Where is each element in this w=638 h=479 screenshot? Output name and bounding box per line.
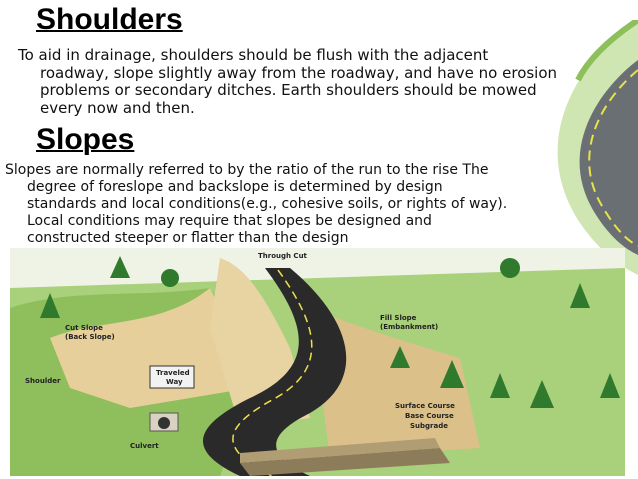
slopes-line-4: Local conditions may require that slopes… [27, 213, 432, 229]
label-surface-course: Surface Course [395, 402, 455, 410]
label-through-cut: Through Cut [258, 252, 308, 260]
label-subgrade: Subgrade [410, 422, 448, 430]
label-base-course: Base Course [405, 412, 454, 420]
label-cut-slope: Cut Slope [65, 324, 103, 332]
road-cut-fill-illustration: Through Cut Fill Slope (Embankment) Cut … [10, 248, 625, 476]
slopes-line-5: constructed steeper or flatter than the … [27, 230, 349, 246]
label-shoulder: Shoulder [25, 377, 61, 385]
slopes-line-1: Slopes are normally referred to by the r… [5, 162, 489, 178]
shoulders-line-2: roadway, slope slightly away from the ro… [40, 63, 558, 82]
slopes-heading: Slopes [36, 123, 135, 156]
slopes-line-2: degree of foreslope and backslope is det… [27, 179, 443, 195]
label-traveled: Traveled [156, 369, 190, 377]
label-cut-slope-sub: (Back Slope) [65, 333, 115, 341]
shoulders-line-1: To aid in drainage, shoulders should be … [18, 46, 489, 64]
slopes-line-3: standards and local conditions(e.g., coh… [27, 196, 508, 212]
shoulders-line-4: every now and then. [40, 98, 195, 117]
label-fill-slope: Fill Slope [380, 314, 417, 322]
label-culvert: Culvert [130, 442, 159, 450]
shoulders-paragraph: To aid in drainage, shoulders should be … [18, 46, 578, 117]
shoulders-heading: Shoulders [36, 3, 183, 36]
shoulders-line-3: problems or secondary ditches. Earth sho… [40, 81, 537, 99]
slopes-paragraph: Slopes are normally referred to by the r… [5, 162, 525, 247]
label-fill-slope-sub: (Embankment) [380, 323, 438, 331]
label-way: Way [166, 378, 183, 386]
decorative-road-graphic [557, 20, 638, 275]
